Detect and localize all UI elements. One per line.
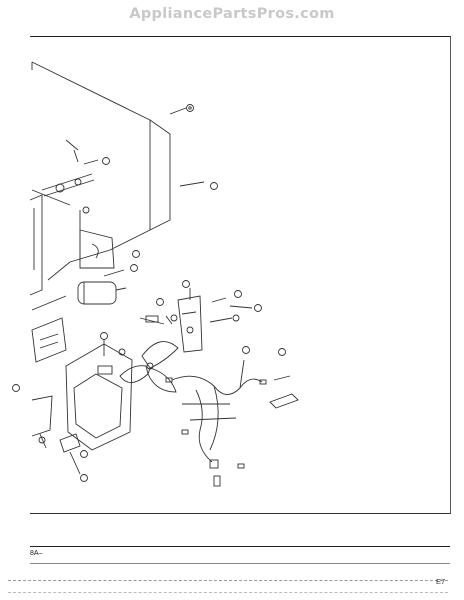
screws-right (209, 290, 262, 323)
lower-left-parts (12, 384, 88, 482)
scan-dotted-line (8, 580, 448, 581)
footer-rule (30, 546, 450, 547)
mounting-bracket (177, 280, 203, 353)
fan-blade (119, 341, 179, 393)
screw-left (79, 157, 110, 262)
scan-dotted-line-lower (8, 592, 448, 593)
watermark-text: AppliancePartsPros.com (129, 6, 335, 22)
terminal-connectors (269, 348, 299, 409)
screw-side (179, 181, 218, 190)
stirrer-shaft (41, 139, 95, 197)
screw-top (169, 104, 194, 115)
side-bracket (29, 194, 43, 296)
cover-plate (79, 229, 140, 269)
fan-shroud (65, 332, 133, 451)
page-code: 8A– (30, 550, 43, 557)
fuse (139, 298, 178, 325)
cabinet-case (31, 61, 171, 281)
footer-rule-secondary (30, 563, 450, 564)
diagram-frame (30, 36, 451, 514)
capacitor (77, 264, 138, 305)
transformer (31, 295, 67, 363)
page-number: E7 (436, 577, 446, 586)
wire-harness (165, 346, 267, 487)
